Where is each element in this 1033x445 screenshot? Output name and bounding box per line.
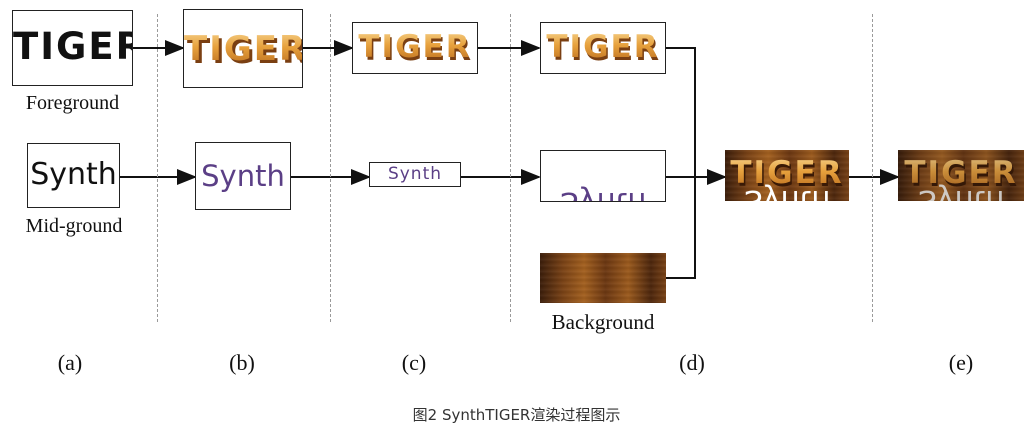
foreground-label: Foreground	[25, 92, 120, 114]
foreground-box-d: TIGER TIGER	[540, 22, 666, 74]
panel-label-c: (c)	[401, 350, 427, 375]
separator-bc	[330, 14, 331, 322]
tiger-text-final: TIGER	[898, 155, 1024, 191]
tiger-shadow-final: TIGER	[901, 158, 1024, 194]
tiger-text-b: TIGER	[184, 29, 303, 69]
figure-caption: 图2 SynthTIGER渲染过程图示	[412, 406, 621, 424]
tiger-shadow-c: TIGER	[356, 32, 477, 68]
panel-label-a: (a)	[57, 350, 83, 375]
midground-box-d: Synth	[540, 150, 666, 202]
foreground-box-a: TIGER	[12, 10, 133, 86]
separator-ab	[157, 14, 158, 322]
composite-image: Synth TIGER TIGER	[725, 150, 849, 201]
tiger-text-d: TIGER	[541, 29, 665, 65]
final-image: Synth TIGER TIGER	[898, 150, 1024, 201]
tiger-shadow-b: TIGER	[187, 32, 302, 72]
separator-de	[872, 14, 873, 322]
midground-box-a: Synth	[27, 143, 120, 208]
tiger-shadow-composite: TIGER	[728, 158, 849, 194]
tiger-shadow-d: TIGER	[544, 32, 665, 68]
tiger-text-a: TIGER	[13, 25, 133, 68]
synth-text-d: Synth	[541, 185, 665, 201]
tiger-text-c: TIGER	[353, 29, 477, 65]
midground-box-c: Synth	[369, 162, 461, 187]
panel-label-b: (b)	[229, 350, 255, 375]
synth-text-a: Synth	[30, 157, 117, 192]
panel-label-d: (d)	[679, 350, 705, 375]
tiger-text-composite: TIGER	[725, 155, 849, 191]
synth-text-b: Synth	[201, 159, 285, 193]
synth-text-c: Synth	[387, 164, 443, 184]
background-texture	[540, 253, 666, 303]
foreground-box-b: TIGER TIGER	[183, 9, 303, 88]
midground-box-b: Synth	[195, 142, 291, 210]
background-label: Background	[551, 310, 655, 334]
separator-cd	[510, 14, 511, 322]
panel-label-e: (e)	[948, 350, 974, 375]
midground-label: Mid-ground	[25, 215, 123, 237]
foreground-box-c: TIGER TIGER	[352, 22, 478, 74]
